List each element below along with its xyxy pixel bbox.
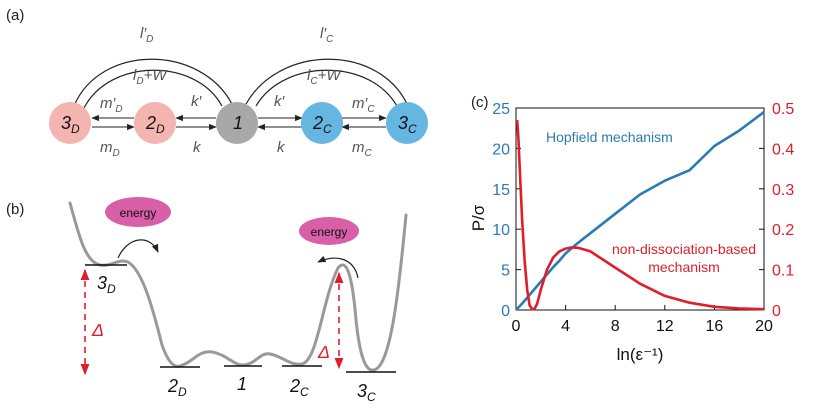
rate-k-prime-left: k′ xyxy=(191,93,203,110)
energy-ellipse-right xyxy=(299,217,359,245)
level-2C-label: 2C xyxy=(289,376,309,399)
rate-lC-W: lC+W xyxy=(307,67,342,87)
curved-arrow-left xyxy=(117,239,159,259)
y-right-tick-label: 0.4 xyxy=(772,141,794,158)
network-nodes: 3D 2D 1 2C 3C xyxy=(49,102,428,144)
arc-arrow-left xyxy=(74,58,233,108)
series-line-non-dissociation xyxy=(515,120,765,311)
x-tick-label: 12 xyxy=(656,318,674,335)
rate-mC: mC xyxy=(352,139,373,159)
energy-bubble-right: energy xyxy=(299,217,359,245)
energy-levels xyxy=(85,264,396,373)
rate-k-right: k xyxy=(277,139,286,156)
x-tick-label: 8 xyxy=(611,318,620,335)
rate-lD-W: lD+W xyxy=(133,67,168,87)
annotation-hopfield: Hopfield mechanism xyxy=(546,129,673,145)
energy-bubble-left: energy xyxy=(105,197,171,227)
y-left-tick-label: 5 xyxy=(501,263,510,280)
energy-landscape-curve xyxy=(68,201,408,372)
y-right-tick-label: 0.5 xyxy=(772,101,794,118)
node-3D xyxy=(49,102,91,144)
panel-a-label: (a) xyxy=(6,7,24,24)
level-3C-label: 3C xyxy=(357,381,376,404)
rate-k-prime-right: k′ xyxy=(274,93,286,110)
node-3C-label: 3C xyxy=(398,113,417,136)
gap-label-right: Δ xyxy=(317,342,330,362)
energy-label-right: energy xyxy=(311,225,348,239)
x-axis-label: ln(ε⁻¹) xyxy=(617,345,664,364)
level-3D-label: 3D xyxy=(97,273,116,296)
curved-arrow-right xyxy=(317,255,359,279)
node-2D-label: 2D xyxy=(145,113,165,136)
x-tick-label: 20 xyxy=(755,318,773,335)
panel-c-label: (c) xyxy=(471,94,489,111)
plot-frame xyxy=(515,107,765,311)
y-right-tick-label: 0 xyxy=(772,303,781,320)
annotation-nondiss-line1: non-dissociation-based xyxy=(612,241,756,257)
energy-label-left: energy xyxy=(120,206,157,220)
x-tick-label: 0 xyxy=(512,318,521,335)
panel-b-label: (b) xyxy=(6,201,24,218)
y-axis-label: P/σ xyxy=(469,204,488,231)
y-right-tick-label: 0.2 xyxy=(772,222,794,239)
level-2D-label: 2D xyxy=(167,376,187,399)
node-3C xyxy=(386,102,428,144)
rate-lC-prime: l′C xyxy=(320,25,334,45)
rate-mD: mD xyxy=(100,139,120,159)
y-right-tick-label: 0.3 xyxy=(772,182,794,199)
x-tick-label: 16 xyxy=(706,318,724,335)
y-right-tick-label: 0.1 xyxy=(772,263,794,280)
y-left-tick-label: 10 xyxy=(492,222,510,239)
y-left-tick-label: 20 xyxy=(492,141,510,158)
gap-label-left: Δ xyxy=(91,320,104,340)
rate-k-left: k xyxy=(193,139,202,156)
straight-arrows xyxy=(91,114,387,131)
node-2C-label: 2C xyxy=(312,113,332,136)
node-1 xyxy=(216,102,258,144)
node-2C xyxy=(301,102,343,144)
node-2D xyxy=(134,102,176,144)
panel-b: (b) 3D 2D 1 2C 3C energy energy xyxy=(6,197,408,404)
y-left-tick-label: 0 xyxy=(501,303,510,320)
gap-arrows xyxy=(80,268,344,376)
annotation-nondiss-line2: mechanism xyxy=(648,259,720,275)
panel-a: (a) l′D lD+W l′C lC+W m′D mD k′ xyxy=(6,7,428,159)
y-left-tick-label: 25 xyxy=(492,101,510,118)
node-3D-label: 3D xyxy=(61,113,80,136)
node-1-label: 1 xyxy=(233,113,243,133)
arc-arrow-right xyxy=(245,58,408,108)
x-tick-label: 4 xyxy=(561,318,570,335)
rate-mC-prime: m′C xyxy=(352,95,375,115)
rate-mD-prime: m′D xyxy=(100,95,123,115)
energy-ellipse-left xyxy=(105,197,171,227)
rate-lD-prime: l′D xyxy=(140,25,153,45)
y-left-tick-label: 15 xyxy=(492,182,510,199)
level-1-label: 1 xyxy=(237,374,247,394)
